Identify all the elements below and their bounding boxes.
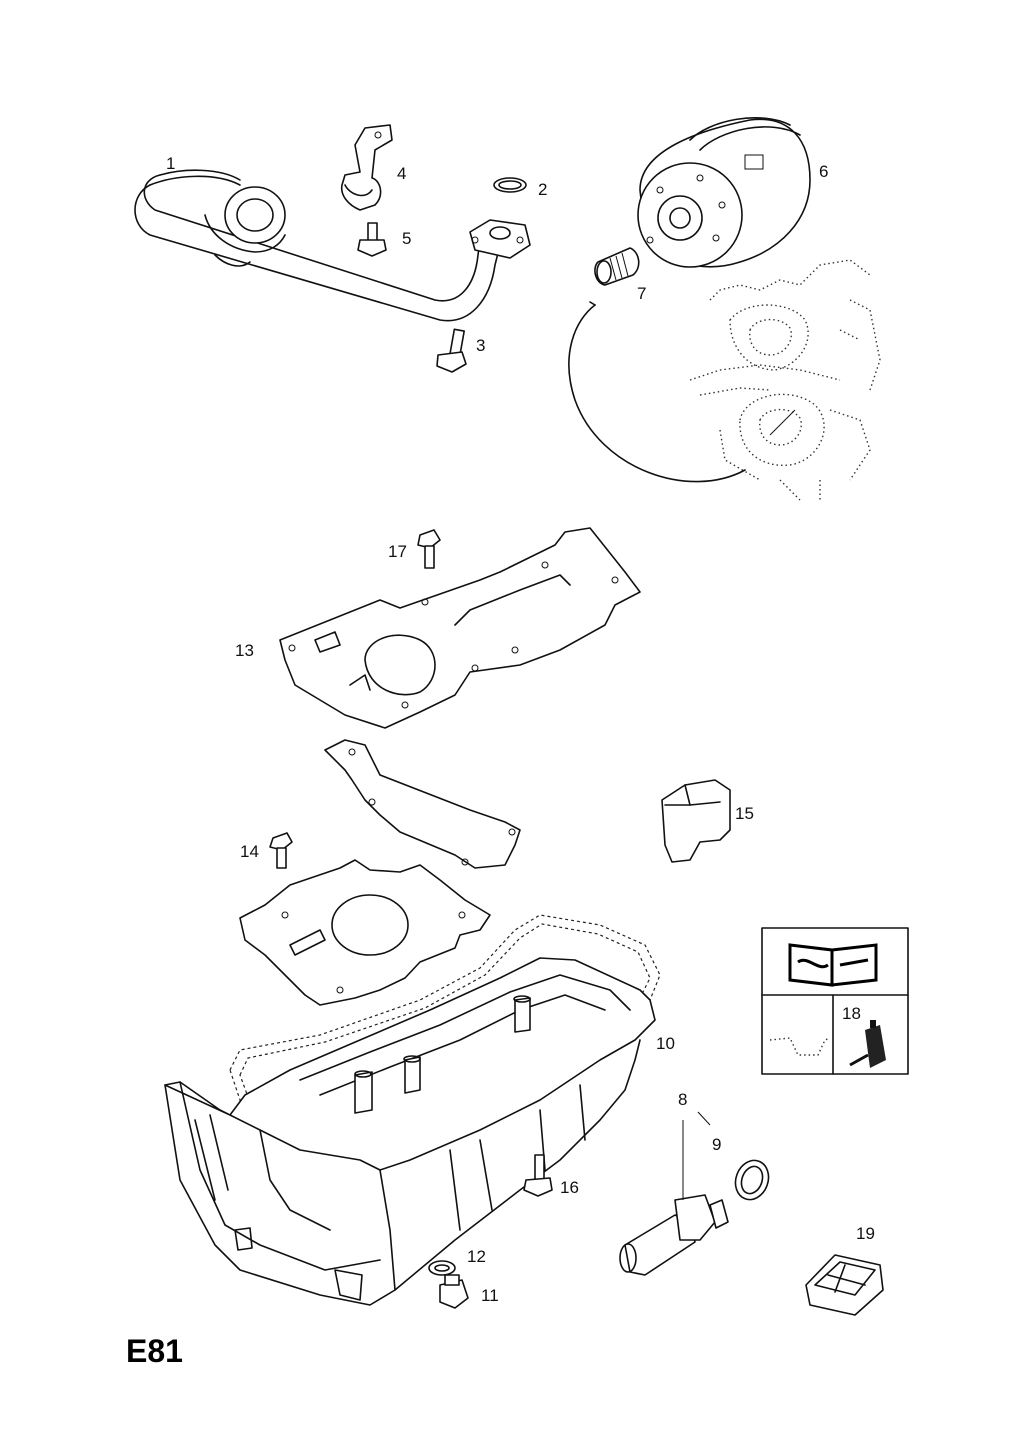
callout-17: 17 xyxy=(388,542,407,561)
washer-12 xyxy=(428,1260,456,1276)
callout-6: 6 xyxy=(819,162,828,181)
threaded-nipple xyxy=(594,247,640,286)
detail-engine-view xyxy=(568,259,881,501)
callout-16: 16 xyxy=(560,1178,579,1197)
legend-box xyxy=(761,927,909,1075)
baffle-plate xyxy=(279,527,641,729)
tube-nozzle-icon xyxy=(849,1020,886,1068)
filter-cover-19 xyxy=(805,1254,884,1316)
callout-7: 7 xyxy=(637,284,646,303)
callout-14: 14 xyxy=(240,842,259,861)
callout-11: 11 xyxy=(481,1286,499,1305)
sealing-ring-9 xyxy=(697,1111,770,1201)
bolt-5 xyxy=(357,222,387,257)
oil-pressure-switch xyxy=(619,1120,729,1276)
clip-15 xyxy=(661,779,731,863)
callout-19: 19 xyxy=(856,1224,875,1243)
tube-bracket xyxy=(340,124,393,211)
callout-18: 18 xyxy=(842,1004,861,1023)
support-bracket xyxy=(324,739,521,869)
open-book-wrench-icon xyxy=(788,943,878,987)
callout-8: 8 xyxy=(678,1090,687,1109)
oil-pickup-tube xyxy=(134,169,531,322)
callout-5: 5 xyxy=(402,229,411,248)
bolt-3 xyxy=(436,328,467,373)
oil-pan-outline-icon xyxy=(769,1037,831,1056)
callout-9: 9 xyxy=(712,1135,721,1154)
callout-1: 1 xyxy=(166,154,175,173)
bolt-14 xyxy=(269,832,293,869)
drain-plug xyxy=(439,1274,469,1309)
callout-13: 13 xyxy=(235,641,254,660)
callout-15: 15 xyxy=(735,804,754,823)
o-ring xyxy=(493,177,527,193)
oil-pan xyxy=(164,957,656,1306)
bolt-17 xyxy=(417,529,441,569)
bolt-16 xyxy=(523,1154,553,1197)
callout-12: 12 xyxy=(467,1247,486,1266)
oil-filter xyxy=(637,117,811,268)
callout-2: 2 xyxy=(538,180,547,199)
lower-baffle-plate xyxy=(239,859,491,1006)
callout-4: 4 xyxy=(397,164,406,183)
page-code: E81 xyxy=(126,1333,183,1369)
callout-3: 3 xyxy=(476,336,485,355)
callout-10: 10 xyxy=(656,1034,675,1053)
